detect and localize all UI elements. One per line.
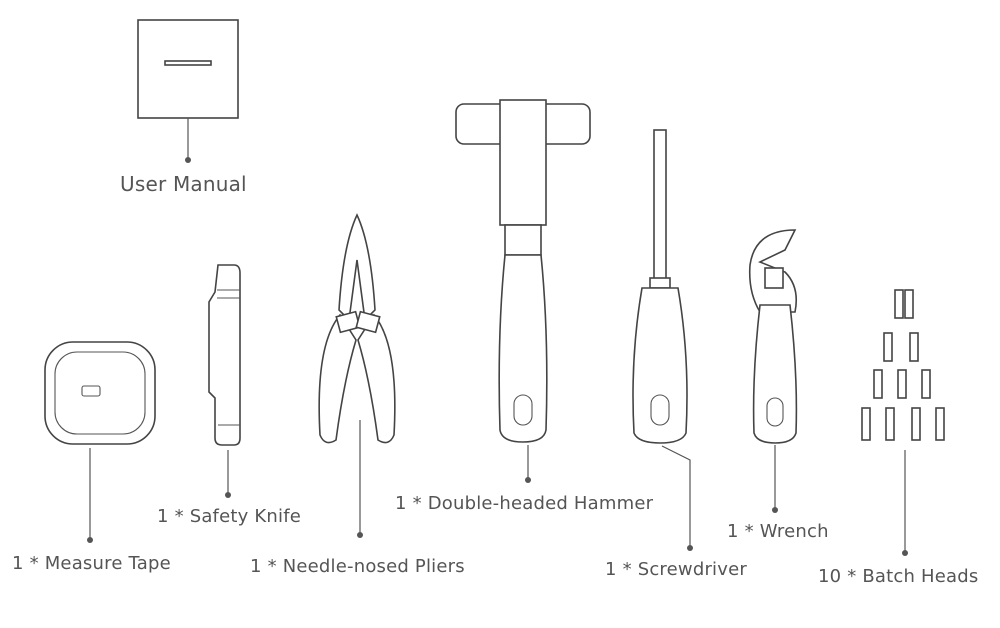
- safety-knife-label: 1 * Safety Knife: [157, 506, 302, 527]
- user-manual-label: User Manual: [120, 172, 247, 196]
- measure-tape-icon: [44, 341, 156, 543]
- needle-nosed-pliers-label: 1 * Needle-nosed Pliers: [250, 556, 465, 577]
- double-headed-hammer-label: 1 * Double-headed Hammer: [395, 493, 654, 514]
- wrench-label: 1 * Wrench: [727, 521, 829, 542]
- safety-knife-icon: [208, 264, 241, 498]
- wrench-icon: [748, 229, 798, 513]
- needle-nosed-pliers-icon: [318, 213, 396, 538]
- screwdriver-label: 1 * Screwdriver: [605, 559, 747, 580]
- screwdriver-icon: [632, 129, 693, 551]
- double-headed-hammer-icon: [455, 99, 591, 483]
- batch-heads-icon: [861, 289, 945, 556]
- measure-tape-label: 1 * Measure Tape: [12, 553, 171, 574]
- batch-heads-label: 10 * Batch Heads: [818, 566, 979, 587]
- user-manual-icon: [137, 19, 239, 163]
